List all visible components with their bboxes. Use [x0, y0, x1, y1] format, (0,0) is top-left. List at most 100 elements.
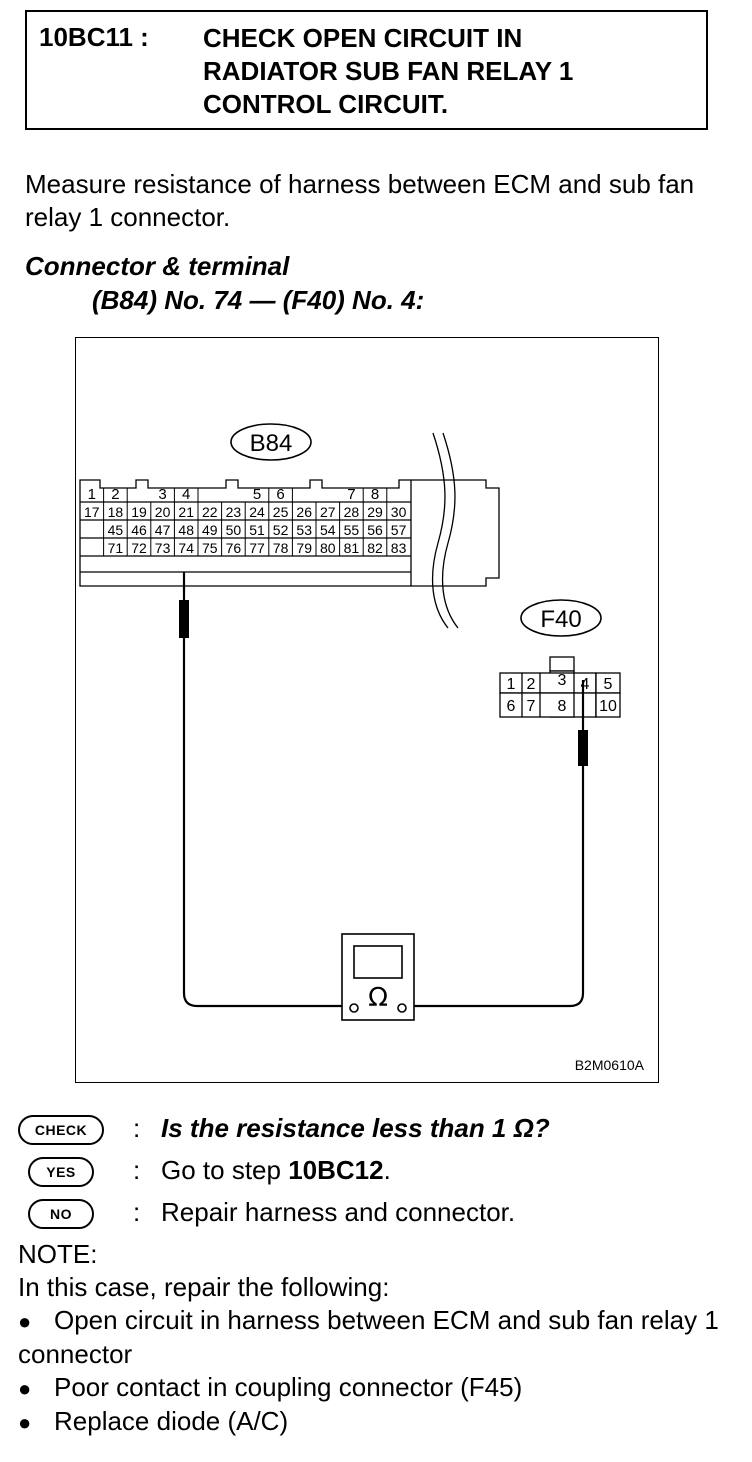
b84-terminal: 71: [108, 540, 124, 556]
yes-suffix: .: [383, 1155, 391, 1185]
step-code: 10BC11 :: [39, 22, 149, 52]
b84-terminal: 19: [131, 504, 147, 520]
b84-terminal: 83: [391, 540, 407, 556]
yes-row: YES : Go to step 10BC12.: [18, 1155, 738, 1191]
step-header-box: 10BC11 : CHECK OPEN CIRCUIT IN RADIATOR …: [25, 10, 708, 130]
b84-terminal: 28: [344, 504, 360, 520]
b84-terminal: 46: [131, 522, 147, 538]
b84-terminal: 73: [155, 540, 171, 556]
ohmmeter: [341, 933, 415, 1021]
note-item: ● Replace diode (A/C): [18, 1405, 738, 1439]
note-list: ●Open circuit in harness between ECM and…: [18, 1304, 738, 1439]
b84-terminal: 55: [344, 522, 360, 538]
b84-terminal: 48: [178, 522, 194, 538]
f40-terminal: 7: [527, 698, 536, 715]
b84-terminal: 17: [84, 504, 100, 520]
check-badge: CHECK: [18, 1115, 104, 1145]
ohm-symbol: Ω: [368, 983, 388, 1013]
check-colon: :: [133, 1113, 141, 1143]
note-item: ●Open circuit in harness between ECM and…: [18, 1304, 738, 1371]
f40-label: F40: [540, 606, 581, 633]
b84-terminal: 21: [178, 504, 194, 520]
connector-terminals: (B84) No. 74 — (F40) No. 4:: [92, 285, 425, 315]
b84-terminal: 57: [391, 522, 407, 538]
b84-terminal: 8: [371, 486, 379, 503]
f40-terminal: 4: [581, 676, 590, 693]
b84-terminal: 7: [347, 486, 355, 503]
note-item-text: Poor contact in coupling connector (F45): [54, 1372, 523, 1402]
b84-terminal: 79: [296, 540, 312, 556]
no-badge: NO: [28, 1199, 94, 1229]
b84-terminal: 78: [273, 540, 289, 556]
b84-terminal: 20: [155, 504, 171, 520]
f40-terminal: 3: [558, 672, 567, 689]
b84-terminal: 74: [178, 540, 194, 556]
b84-terminal: 23: [226, 504, 242, 520]
instruction-text: Measure resistance of harness between EC…: [25, 169, 695, 232]
yes-badge: YES: [28, 1157, 94, 1187]
step-title: CHECK OPEN CIRCUIT IN RADIATOR SUB FAN R…: [203, 23, 574, 119]
b84-terminal: 47: [155, 522, 171, 538]
b84-terminal: 77: [249, 540, 265, 556]
connector-heading: Connector & terminal: [25, 251, 290, 281]
b84-terminal: 22: [202, 504, 218, 520]
b84-terminal: 6: [276, 486, 284, 503]
f40-terminal: 8: [558, 698, 567, 715]
b84-terminal: 27: [320, 504, 336, 520]
yes-prefix: Go to step: [161, 1155, 289, 1185]
note-section: NOTE: In this case, repair the following…: [18, 1238, 738, 1439]
b84-terminal: 26: [296, 504, 312, 520]
b84-terminal: 49: [202, 522, 218, 538]
b84-terminal: 1: [88, 486, 96, 503]
b84-terminal: 72: [131, 540, 147, 556]
b84-label: B84: [250, 430, 293, 457]
b84-terminal: 29: [367, 504, 383, 520]
check-question: Is the resistance less than 1 Ω?: [161, 1113, 550, 1143]
b84-label-oval: [230, 423, 312, 461]
f40-terminal: 1: [507, 676, 516, 693]
bullet-icon: ●: [18, 1410, 32, 1435]
note-heading: NOTE:: [18, 1239, 98, 1269]
note-item: ●Poor contact in coupling connector (F45…: [18, 1371, 738, 1405]
b84-terminal: 30: [391, 504, 407, 520]
b84-terminal: 82: [367, 540, 383, 556]
no-answer: Repair harness and connector.: [161, 1197, 516, 1227]
yes-colon: :: [133, 1155, 141, 1185]
b84-terminal: 54: [320, 522, 336, 538]
b84-terminal: 18: [108, 504, 124, 520]
b84-terminal: 51: [249, 522, 265, 538]
yes-step-link[interactable]: 10BC12: [288, 1155, 384, 1185]
yes-answer: Go to step 10BC12.: [161, 1155, 391, 1186]
no-colon: :: [133, 1197, 141, 1227]
bullet-icon: ●: [18, 1309, 32, 1334]
figure-code: B2M0610A: [575, 1057, 645, 1073]
b84-terminal: 4: [182, 486, 190, 503]
b84-terminal: 5: [253, 486, 261, 503]
b84-terminal: 3: [158, 486, 166, 503]
b84-terminal: 24: [249, 504, 265, 520]
no-row: NO : Repair harness and connector.: [18, 1197, 738, 1233]
probe-b84: [179, 600, 189, 638]
f40-terminal: 5: [604, 676, 613, 693]
f40-terminal: 6: [507, 698, 516, 715]
b84-terminal: 45: [108, 522, 124, 538]
b84-terminal: 52: [273, 522, 289, 538]
check-row: CHECK : Is the resistance less than 1 Ω?: [18, 1113, 738, 1149]
note-item-text: Replace diode (A/C): [54, 1406, 289, 1436]
b84-terminal: 80: [320, 540, 336, 556]
f40-connector: [499, 656, 621, 718]
note-item-text: Open circuit in harness between ECM and …: [18, 1305, 719, 1369]
b84-terminal: 53: [296, 522, 312, 538]
f40-terminal: 2: [527, 676, 536, 693]
b84-terminal: 76: [226, 540, 242, 556]
f40-label-oval: [520, 599, 602, 637]
b84-terminal: 50: [226, 522, 242, 538]
test-leads: [182, 572, 585, 1008]
b84-terminal: 2: [111, 486, 119, 503]
b84-terminal: 81: [344, 540, 360, 556]
b84-terminal: 56: [367, 522, 383, 538]
probe-f40: [578, 730, 588, 766]
